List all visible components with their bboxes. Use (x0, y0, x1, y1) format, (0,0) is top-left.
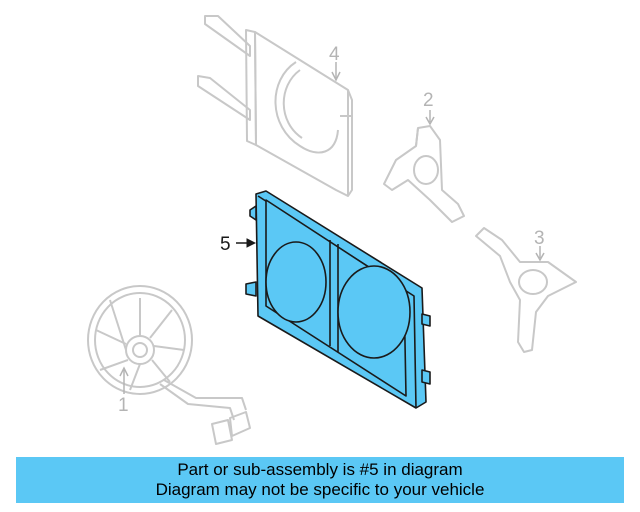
callout-2: 2 (423, 90, 434, 111)
part-2-bracket (383, 125, 465, 223)
parts-diagram: 4 2 3 1 5 (87, 15, 577, 445)
part-4-shroud (197, 15, 353, 197)
callout-3: 3 (534, 228, 545, 249)
part-3-bracket (475, 227, 577, 353)
leader-4-arrow (331, 71, 341, 82)
banner-line-part-number: Part or sub-assembly is #5 in diagram (177, 460, 463, 479)
leader-5-arrow (246, 238, 257, 248)
callout-5: 5 (220, 234, 231, 255)
leader-2-arrow (425, 116, 435, 126)
callout-leaders (119, 62, 545, 394)
callout-1: 1 (118, 395, 129, 416)
part-5-fan-shroud (245, 190, 431, 409)
part-1-fan-motor (87, 285, 251, 445)
callout-4: 4 (329, 44, 340, 65)
leader-1-arrow (119, 366, 129, 377)
leader-3-arrow (535, 252, 545, 262)
banner-line-disclaimer: Diagram may not be specific to your vehi… (155, 480, 485, 499)
info-banner: Part or sub-assembly is #5 in diagram Di… (16, 457, 624, 503)
